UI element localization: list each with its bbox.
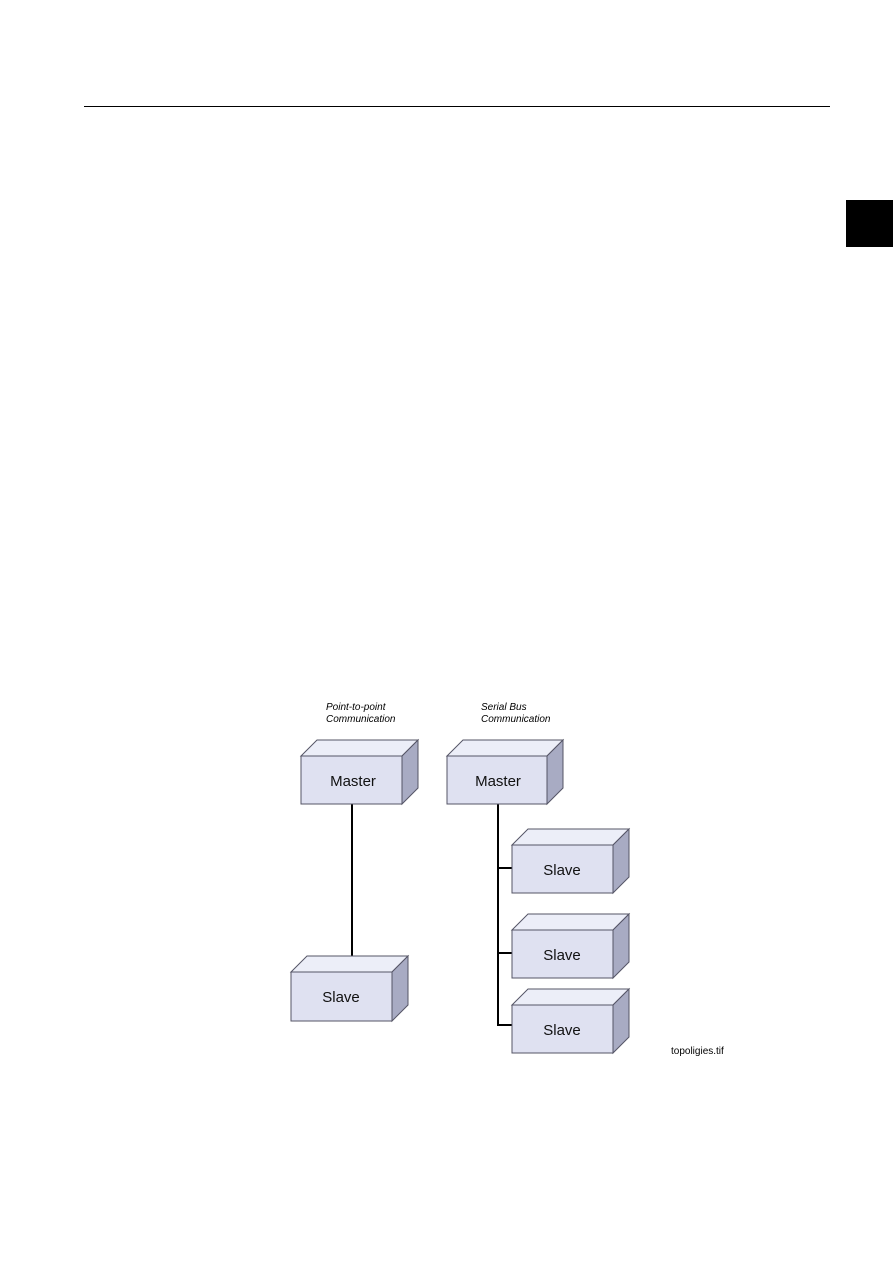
p2p-master-box: Master	[299, 738, 420, 806]
bus-slave-label: Slave	[543, 862, 581, 879]
bus-master-label: Master	[475, 773, 521, 790]
p2p-caption-line2: Communication	[326, 714, 396, 725]
bus-slave-label: Slave	[543, 1022, 581, 1039]
bus-slave-box: Slave	[510, 912, 631, 980]
chapter-tab-marker	[846, 200, 893, 247]
bus-slave-label: Slave	[543, 947, 581, 964]
p2p-caption-line1: Point-to-point	[326, 702, 387, 713]
p2p-master-label: Master	[330, 773, 376, 790]
header-rule	[84, 106, 830, 107]
bus-slave-box: Slave	[510, 827, 631, 895]
p2p-slave-label: Slave	[322, 989, 360, 1006]
p2p-slave-box: Slave	[289, 954, 410, 1023]
figure-file-name: topoligies.tif	[671, 1046, 724, 1057]
bus-caption-line2: Communication	[481, 714, 551, 725]
bus-slave-box: Slave	[510, 987, 631, 1055]
bus-master-box: Master	[445, 738, 565, 806]
bus-trunk-line	[497, 804, 512, 1026]
bus-caption-line1: Serial Bus	[481, 702, 527, 713]
